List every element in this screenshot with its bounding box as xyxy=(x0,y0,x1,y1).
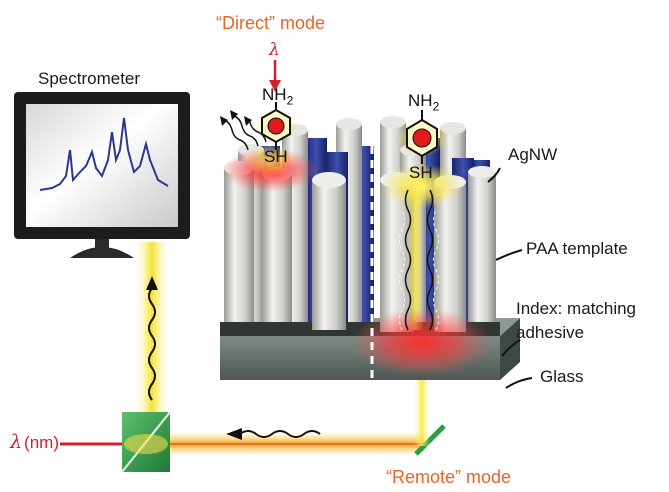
amine-group-label: NH2 xyxy=(408,91,440,114)
beam-splitter-icon xyxy=(121,411,171,473)
index-matching-label-line2: adhesive xyxy=(516,323,585,342)
benzene-ring-icon xyxy=(254,102,298,150)
spectrometer-monitor-icon xyxy=(14,92,190,258)
paa-template-label: PAA template xyxy=(526,239,628,258)
direct-lambda-symbol: λ xyxy=(269,40,280,60)
direct-mode-label: “Direct” mode xyxy=(216,13,326,33)
wavy-light-arrow-icon xyxy=(226,428,321,440)
remote-mode-label: “Remote” mode xyxy=(386,467,512,487)
agnw-label: AgNW xyxy=(508,145,558,164)
output-beam xyxy=(136,242,168,412)
index-matching-label-line1: Index: matching xyxy=(516,299,637,318)
wavy-light-arrow-icon xyxy=(146,276,158,401)
spectrum-trace xyxy=(39,117,169,191)
amine-group-label: NH2 xyxy=(262,85,294,108)
wavy-light-arrow-icon xyxy=(220,110,267,151)
thiol-group-label: SH xyxy=(409,163,433,182)
spectrometer-label: Spectrometer xyxy=(38,69,141,88)
benzene-ring-icon xyxy=(396,110,448,164)
glass-label: Glass xyxy=(540,367,584,386)
direct-excitation-arrow xyxy=(269,60,281,92)
thiol-group-label: SH xyxy=(264,147,288,166)
nanowire-array xyxy=(220,116,520,380)
laser-wavelength-label: λ(nm) xyxy=(10,431,59,453)
leader-lines xyxy=(487,167,533,389)
